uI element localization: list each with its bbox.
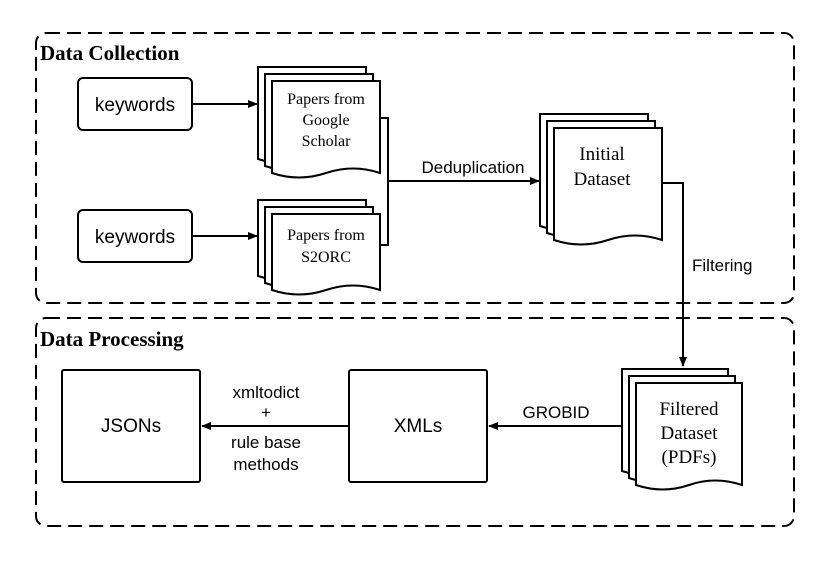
svg-text:keywords: keywords [95, 227, 175, 248]
svg-text:xmltodict: xmltodict [232, 383, 299, 402]
data-processing-title: Data Processing [40, 327, 184, 351]
svg-text:Filtered: Filtered [659, 399, 719, 420]
svg-text:XMLs: XMLs [394, 416, 443, 437]
papers-google-scholar-node: Papers from Google Scholar [257, 66, 381, 179]
svg-text:methods: methods [233, 455, 298, 474]
deduplication-label: Deduplication [421, 158, 524, 177]
filtering-label: Filtering [692, 256, 752, 275]
svg-text:Scholar: Scholar [302, 133, 352, 150]
xmls-node: XMLs [348, 369, 488, 483]
filtered-dataset-node: Filtered Dataset (PDFs) [621, 368, 743, 491]
data-processing-section [35, 317, 795, 527]
svg-text:JSONs: JSONs [101, 416, 161, 437]
edge-merge-bracket [380, 117, 389, 246]
svg-text:Initial: Initial [579, 144, 624, 165]
svg-text:Dataset: Dataset [574, 169, 632, 190]
edge-filtering [662, 182, 687, 367]
svg-text:Dataset: Dataset [661, 423, 719, 444]
svg-text:keywords: keywords [95, 95, 175, 116]
svg-text:Papers from: Papers from [287, 227, 365, 244]
data-collection-section [35, 32, 795, 304]
xmltodict-label: xmltodict + rule base methods [231, 383, 301, 474]
svg-text:rule base: rule base [231, 433, 301, 452]
svg-text:Google: Google [302, 112, 349, 129]
svg-text:(PDFs): (PDFs) [662, 447, 717, 468]
data-collection-title: Data Collection [40, 41, 180, 65]
jsons-node: JSONs [61, 369, 201, 483]
keywords-node-2: keywords [77, 209, 193, 263]
svg-text:+: + [261, 403, 271, 422]
papers-s2orc-node: Papers from S2ORC [257, 199, 381, 296]
svg-text:Papers from: Papers from [287, 91, 365, 108]
grobid-label: GROBID [522, 403, 589, 422]
keywords-node-1: keywords [77, 77, 193, 131]
svg-text:S2ORC: S2ORC [301, 249, 351, 266]
initial-dataset-node: Initial Dataset [539, 113, 663, 246]
